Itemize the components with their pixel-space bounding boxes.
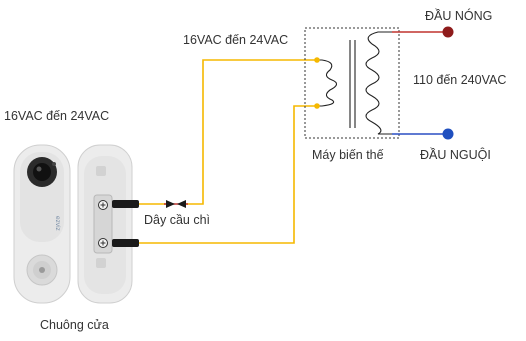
- transformer-label: Máy biến thế: [312, 148, 384, 162]
- transformer-box: [304, 27, 400, 139]
- camera-lens: [33, 163, 51, 181]
- fuse-wire-label: Dây cầu chì: [144, 213, 211, 227]
- doorbell-front: ezviz: [13, 144, 71, 304]
- doorbell-back: [77, 144, 133, 304]
- wire-lead-top: [112, 200, 139, 208]
- back-clip-bottom: [96, 258, 106, 268]
- wire-lead-bottom: [112, 239, 139, 247]
- neutral-terminal-icon: [442, 128, 454, 140]
- doorbell-logo: ezviz: [54, 216, 61, 231]
- voltage-label-left: 16VAC đến 24VAC: [4, 109, 110, 123]
- screw-icon: [98, 238, 108, 248]
- primary-coil: [365, 31, 392, 135]
- lens-glint: [36, 166, 42, 172]
- neutral-wire-label: ĐẦU NGUỘI: [420, 148, 491, 162]
- doorbell-button-light: [39, 267, 45, 273]
- hot-wire-label: ĐẦU NÓNG: [425, 9, 493, 23]
- hot-terminal-icon: [442, 26, 454, 38]
- doorbell-label: Chuông cửa: [40, 318, 109, 332]
- voltage-label-top: 16VAC đến 24VAC: [183, 33, 289, 47]
- mains-voltage-label: 110 đến 240VAC: [413, 73, 507, 87]
- tap-dot-bottom: [314, 103, 320, 109]
- tap-dot-top: [314, 57, 320, 63]
- transformer: [304, 27, 400, 139]
- screw-icon: [98, 200, 108, 210]
- wire-fuse-to-transformer: [186, 59, 317, 205]
- mains-wires: [392, 26, 454, 140]
- sensor-dot: [52, 162, 56, 166]
- back-clip-top: [96, 166, 106, 176]
- low-voltage-wires: [112, 59, 317, 247]
- secondary-coil: [317, 59, 338, 107]
- fuse-icon: [164, 200, 188, 208]
- terminal-block: [93, 194, 113, 254]
